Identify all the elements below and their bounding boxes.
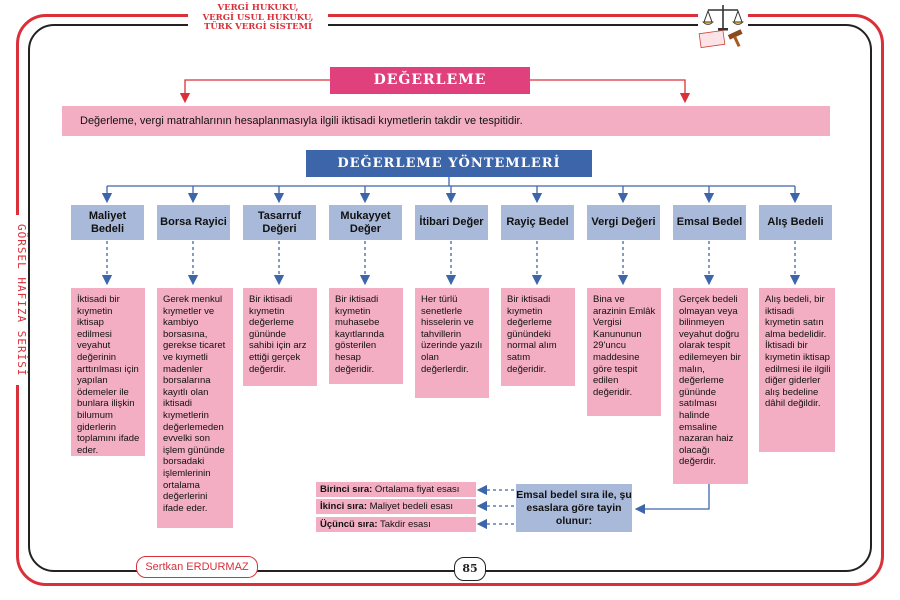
rule-label: İkinci sıra: bbox=[320, 501, 367, 512]
desc-mukayyet-deger: Bir iktisadi kıymetin muhasebe kayıtları… bbox=[329, 288, 403, 384]
rule-value: Maliyet bedeli esası bbox=[369, 501, 454, 512]
page-number: 85 bbox=[454, 557, 486, 581]
desc-vergi-degeri: Bina ve arazinin Emlâk Vergisi Kanununun… bbox=[587, 288, 661, 416]
book-title-line: TÜRK VERGİ SİSTEMİ bbox=[204, 22, 312, 32]
rule-ucuncu-sira: Üçüncü sıra: Takdir esası bbox=[316, 517, 476, 532]
justice-logo bbox=[698, 2, 748, 49]
desc-borsa-rayici: Gerek menkul kıymetler ve kambiyo borsas… bbox=[157, 288, 233, 528]
method-alis-bedeli: Alış Bedeli bbox=[759, 205, 832, 240]
desc-maliyet-bedeli: İktisadi bir kıymetin iktisap edilmesi v… bbox=[71, 288, 145, 456]
book-title: VERGİ HUKUKU, VERGİ USUL HUKUKU, TÜRK VE… bbox=[190, 3, 326, 33]
rule-ikinci-sira: İkinci sıra: Maliyet bedeli esası bbox=[316, 499, 476, 514]
definition-box: Değerleme, vergi matrahlarının hesaplanm… bbox=[62, 106, 830, 136]
rule-birinci-sira: Birinci sıra: Ortalama fiyat esası bbox=[316, 482, 476, 497]
book-title-line: VERGİ USUL HUKUKU, bbox=[202, 12, 314, 23]
series-side-label: GÖRSEL HAFIZA SERİSİ bbox=[2, 215, 28, 385]
method-tasarruf-degeri: Tasarruf Değeri bbox=[243, 205, 316, 240]
desc-itibari-deger: Her türlü senetlerle hisselerin ve tahvi… bbox=[415, 288, 489, 398]
author-name: Sertkan ERDURMAZ bbox=[136, 556, 258, 578]
rule-value: Takdir esası bbox=[380, 519, 431, 530]
method-vergi-degeri: Vergi Değeri bbox=[587, 205, 660, 240]
rule-label: Birinci sıra: bbox=[320, 484, 373, 495]
desc-alis-bedeli: Alış bedeli, bir iktisadi kıymetin satın… bbox=[759, 288, 835, 452]
desc-tasarruf-degeri: Bir iktisadi kıymetin değerleme gününde … bbox=[243, 288, 317, 386]
rule-value: Ortalama fiyat esası bbox=[374, 484, 460, 495]
emsal-rules-title: Emsal bedel sıra ile, şu esaslara göre t… bbox=[516, 484, 632, 532]
rule-label: Üçüncü sıra: bbox=[320, 519, 378, 530]
inner-black-frame bbox=[28, 24, 872, 572]
header-background bbox=[188, 10, 328, 36]
method-rayic-bedel: Rayiç Bedel bbox=[501, 205, 574, 240]
desc-rayic-bedel: Bir iktisadi kıymetin değerleme günündek… bbox=[501, 288, 575, 386]
degerleme-heading: DEĞERLEME bbox=[330, 67, 530, 94]
desc-emsal-bedel: Gerçek bedeli olmayan veya bilinmeyen ve… bbox=[673, 288, 748, 484]
method-borsa-rayici: Borsa Rayici bbox=[157, 205, 230, 240]
method-itibari-deger: İtibari Değer bbox=[415, 205, 488, 240]
method-emsal-bedel: Emsal Bedel bbox=[673, 205, 746, 240]
scales-of-justice-icon bbox=[698, 5, 744, 49]
method-mukayyet-deger: Mukayyet Değer bbox=[329, 205, 402, 240]
method-maliyet-bedeli: Maliyet Bedeli bbox=[71, 205, 144, 240]
methods-heading: DEĞERLEME YÖNTEMLERİ bbox=[306, 150, 592, 177]
book-title-line: VERGİ HUKUKU, bbox=[217, 3, 299, 13]
